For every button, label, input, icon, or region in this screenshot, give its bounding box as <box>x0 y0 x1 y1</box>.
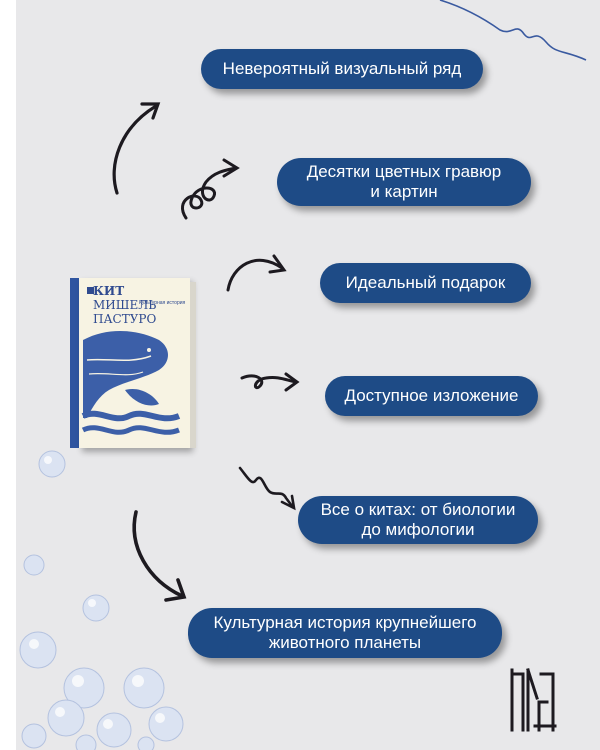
feature-visuals-text: Невероятный визуальный ряд <box>222 59 462 78</box>
arrow-2 <box>181 158 240 220</box>
book-title-line-2: МИШЕЛЬ <box>93 298 157 312</box>
squiggle-line <box>439 0 587 61</box>
poster: КИТ МИШЕЛЬ ПАСТУРО Культурная история Не… <box>16 0 600 750</box>
publisher-logo <box>510 668 557 732</box>
book-cover: КИТ МИШЕЛЬ ПАСТУРО Культурная история <box>70 278 196 448</box>
book-subtitle: Культурная история <box>139 300 186 306</box>
whale-illustration <box>81 330 181 435</box>
bubbles <box>19 450 184 750</box>
arrow-5 <box>238 466 296 511</box>
book-front: КИТ МИШЕЛЬ ПАСТУРО Культурная история <box>79 278 190 448</box>
feature-visuals: Невероятный визуальный ряд <box>201 49 483 89</box>
decorations <box>19 0 587 750</box>
feature-cultural-line-2: животного планеты <box>268 633 422 652</box>
arrow-6 <box>132 510 187 602</box>
feature-cultural-history: Культурная история крупнейшего животного… <box>188 608 502 658</box>
arrow-1 <box>112 102 161 195</box>
book-pages <box>190 282 196 448</box>
publisher-badge <box>87 287 94 294</box>
feature-accessible: Доступное изложение <box>325 376 538 416</box>
arrow-3 <box>226 254 287 292</box>
book-title-line-1: КИТ <box>93 284 125 298</box>
feature-engravings-line-2: и картин <box>370 182 438 201</box>
book-title: КИТ МИШЕЛЬ ПАСТУРО <box>93 284 156 326</box>
feature-gift-text: Идеальный подарок <box>345 273 506 292</box>
arrow-4 <box>240 372 300 392</box>
book-spine <box>70 278 79 448</box>
feature-gift: Идеальный подарок <box>320 263 531 303</box>
feature-engravings: Десятки цветных гравюр и картин <box>277 158 531 206</box>
feature-cultural-line-1: Культурная история крупнейшего <box>213 613 477 632</box>
feature-engravings-line-1: Десятки цветных гравюр <box>306 162 502 181</box>
feature-biology-line-1: Все о китах: от биологии <box>320 500 516 519</box>
feature-accessible-text: Доступное изложение <box>344 386 519 405</box>
feature-biology-mythology: Все о китах: от биологии до мифологии <box>298 496 538 544</box>
feature-biology-line-2: до мифологии <box>361 520 475 539</box>
book-title-line-3: ПАСТУРО <box>93 312 157 326</box>
